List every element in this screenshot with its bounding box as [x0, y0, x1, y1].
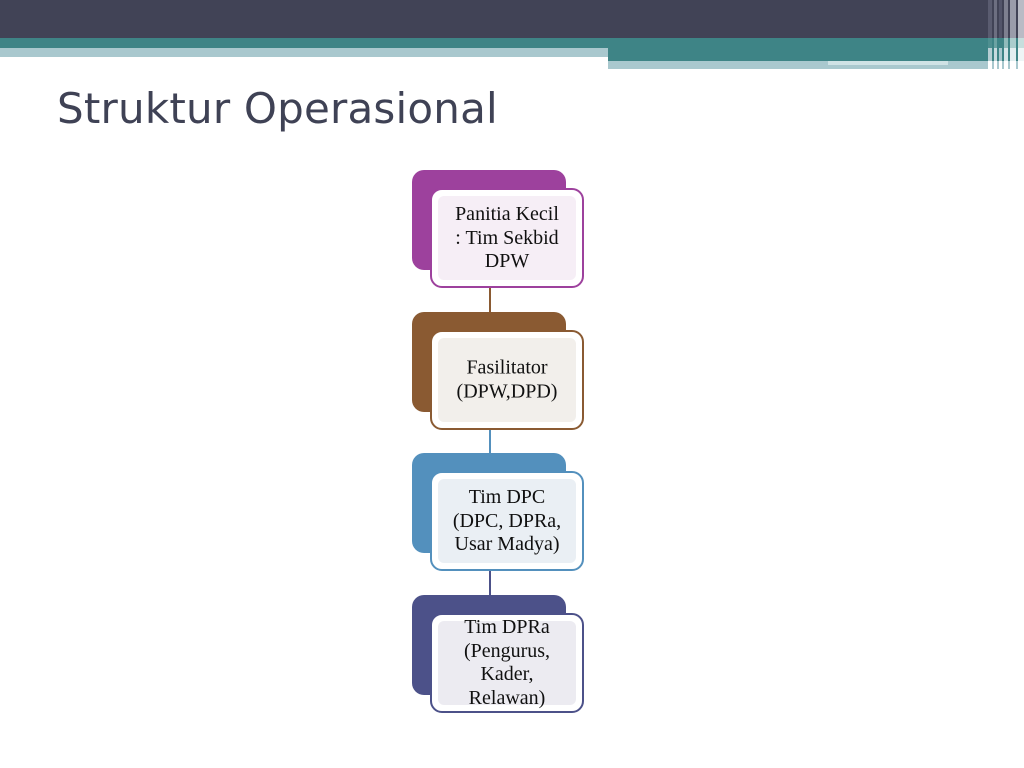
- stripe-4: [1004, 0, 1008, 72]
- flow-connector: [489, 424, 491, 456]
- header-teal-band-right: [608, 48, 1024, 61]
- flow-node[interactable]: Panitia Kecil : Tim Sekbid DPW: [412, 170, 584, 288]
- header-pale-band-right-inner: [828, 61, 1024, 65]
- header-pale-band-right: [608, 61, 948, 69]
- header-pale-band-left: [0, 48, 608, 57]
- flow-node-label: Tim DPC (DPC, DPRa, Usar Madya): [452, 485, 562, 555]
- flow-connector: [489, 282, 491, 314]
- flow-node-label: Fasilitator (DPW,DPD): [456, 356, 558, 403]
- header-navy-band: [0, 0, 1024, 38]
- flow-node[interactable]: Fasilitator (DPW,DPD): [412, 312, 584, 430]
- flow-node-fill: [438, 196, 576, 280]
- flow-node-label: Panitia Kecil : Tim Sekbid DPW: [455, 202, 559, 272]
- header-decoration: [0, 0, 1024, 72]
- flow-node-card: Tim DPC (DPC, DPRa, Usar Madya): [430, 471, 584, 571]
- flow-connector: [489, 566, 491, 598]
- header-pale-band-far-right: [948, 61, 1024, 69]
- page-title: Struktur Operasional: [57, 84, 498, 133]
- flow-node-card: Fasilitator (DPW,DPD): [430, 330, 584, 430]
- stripe-2: [994, 0, 997, 72]
- flow-node-card: Tim DPRa (Pengurus, Kader, Relawan): [430, 613, 584, 713]
- flow-node-fill: [438, 479, 576, 563]
- flow-node-fill: [438, 621, 576, 705]
- header-teal-band: [0, 38, 1024, 48]
- flow-node-card: Panitia Kecil : Tim Sekbid DPW: [430, 188, 584, 288]
- stripe-1: [988, 0, 992, 72]
- flow-node-label: Tim DPRa (Pengurus, Kader, Relawan): [463, 616, 551, 709]
- flow-node[interactable]: Tim DPC (DPC, DPRa, Usar Madya): [412, 453, 584, 571]
- stripe-5: [1010, 0, 1016, 72]
- stripe-6: [1018, 0, 1024, 72]
- flow-node[interactable]: Tim DPRa (Pengurus, Kader, Relawan): [412, 595, 584, 713]
- flow-node-fill: [438, 338, 576, 422]
- stripe-3: [999, 0, 1002, 72]
